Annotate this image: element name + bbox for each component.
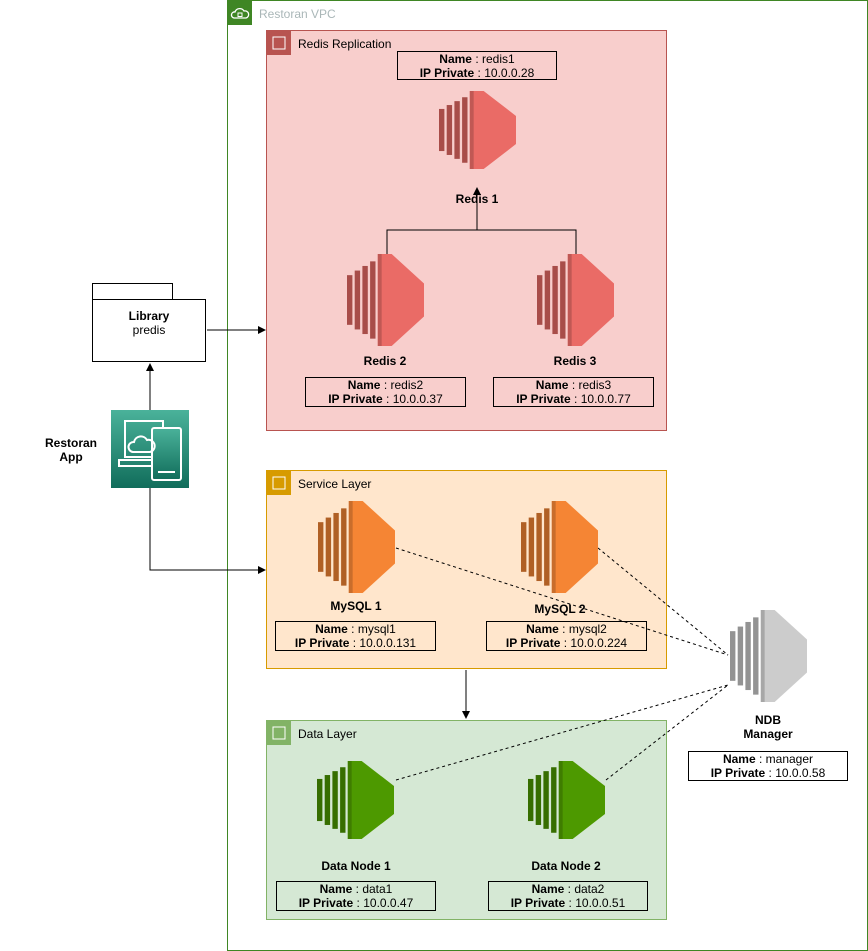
data1-info: Name : data1 IP Private : 10.0.0.47 — [276, 881, 436, 911]
manager-label-line2: Manager — [743, 727, 793, 741]
vpc-cloud-icon — [228, 1, 252, 25]
redis1-label: Redis 1 — [455, 192, 499, 206]
mysql2-label: MySQL 2 — [534, 602, 586, 616]
mysql1-label: MySQL 1 — [330, 599, 382, 613]
redis-group-title: Redis Replication — [298, 37, 392, 51]
redis1-info: Name : redis1 IP Private : 10.0.0.28 — [397, 51, 557, 80]
data1-label: Data Node 1 — [321, 859, 391, 873]
service-group-chip-icon — [267, 471, 291, 495]
mysql1-info: Name : mysql1 IP Private : 10.0.0.131 — [275, 621, 436, 651]
redis3-instance-icon — [537, 254, 614, 346]
connector-redis2-to-redis1 — [386, 187, 481, 255]
manager-instance-icon — [730, 610, 807, 702]
manager-label-line1: NDB — [755, 713, 781, 727]
connector-redis3-to-redis1 — [477, 229, 577, 255]
connector-app-to-service — [149, 488, 266, 574]
redis-group-chip-icon — [267, 31, 291, 55]
redis2-info: Name : redis2 IP Private : 10.0.0.37 — [305, 377, 466, 407]
library-package-tab — [92, 283, 173, 300]
service-group-title: Service Layer — [298, 477, 372, 491]
library-package — [92, 299, 206, 362]
redis1-instance-icon — [439, 91, 516, 169]
manager-links — [395, 547, 729, 781]
library-subtitle: predis — [132, 323, 166, 337]
redis2-label: Redis 2 — [363, 354, 407, 368]
mysql2-info: Name : mysql2 IP Private : 10.0.0.224 — [486, 621, 647, 651]
data-group-chip-icon — [267, 721, 291, 745]
app-label-line2: App — [59, 450, 83, 464]
library-title: Library — [128, 309, 170, 323]
data2-info: Name : data2 IP Private : 10.0.0.51 — [488, 881, 648, 911]
redis3-info: Name : redis3 IP Private : 10.0.0.77 — [493, 377, 654, 407]
data1-instance-icon — [317, 761, 394, 839]
mysql1-instance-icon — [318, 501, 395, 593]
mysql2-instance-icon — [521, 501, 598, 593]
redis3-label: Redis 3 — [553, 354, 597, 368]
app-label-line1: Restoran — [44, 436, 97, 450]
manager-info: Name : manager IP Private : 10.0.0.58 — [688, 751, 848, 781]
restoran-app-icon — [111, 410, 189, 488]
redis2-instance-icon — [347, 254, 424, 346]
vpc-title: Restoran VPC — [259, 7, 336, 21]
data2-label: Data Node 2 — [531, 859, 601, 873]
data-group-title: Data Layer — [298, 727, 357, 741]
data2-instance-icon — [528, 761, 605, 839]
service-group — [266, 470, 667, 669]
